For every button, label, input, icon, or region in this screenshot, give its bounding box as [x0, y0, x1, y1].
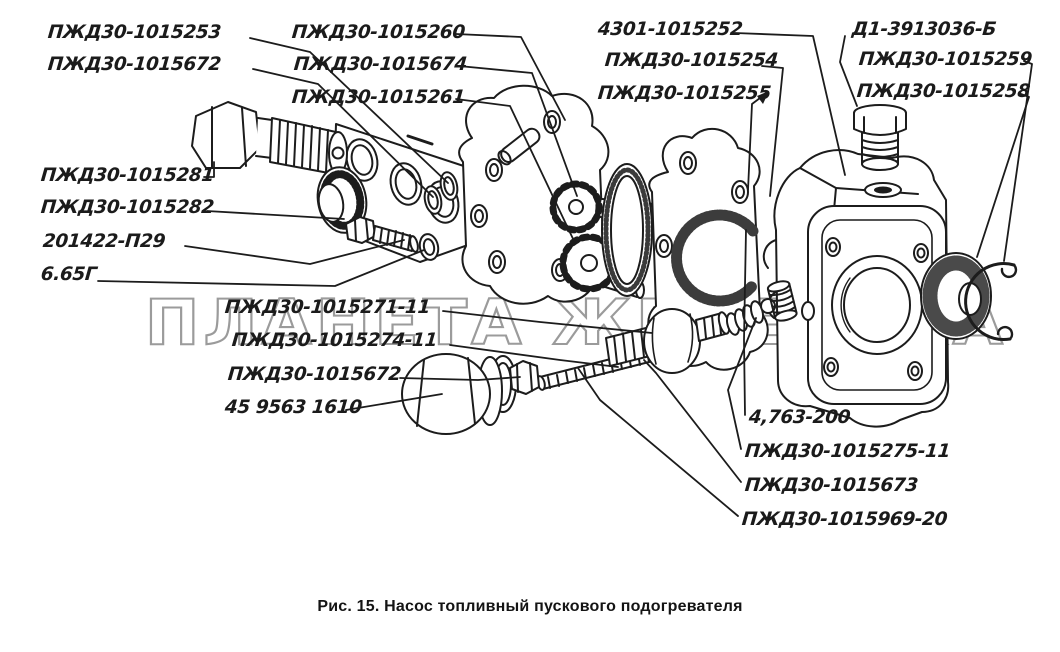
leader-line — [643, 359, 742, 483]
leader-line — [442, 310, 653, 334]
leader-line — [206, 210, 345, 220]
part-label: ПЖД30-1015261 — [291, 87, 466, 108]
leader-line — [203, 161, 215, 178]
part-label: ПЖД30-1015253 — [47, 22, 222, 43]
leader-arrowhead — [757, 91, 769, 104]
part-label: 201422-П29 — [42, 231, 166, 252]
part-gasket-ring — [601, 163, 653, 297]
leader-line — [184, 239, 405, 265]
leader-line — [743, 229, 747, 416]
part-label: ПЖД30-1015672 — [227, 364, 402, 385]
part-label: ПЖД30-1015281 — [40, 165, 215, 186]
part-label: 4301-1015252 — [597, 19, 744, 40]
part-label: 45 9563 1610 — [224, 397, 363, 418]
leader-line — [976, 93, 1030, 258]
part-label: 6.65Г — [40, 264, 98, 285]
leader-line — [449, 344, 619, 368]
part-label: ПЖД30-1015258 — [856, 81, 1031, 102]
leader-line — [761, 65, 784, 197]
part-label: 4,763-200 — [748, 407, 852, 428]
leader-line — [455, 98, 576, 244]
leader-line — [577, 367, 739, 517]
part-label: ПЖД30-1015255 — [597, 83, 772, 104]
leader-line — [727, 317, 757, 450]
figure-caption: Рис. 15. Насос топливный пускового подог… — [317, 598, 743, 615]
leader-line — [345, 393, 443, 411]
part-label: ПЖД30-1015271-11 — [224, 297, 432, 318]
part-small-ring — [418, 233, 440, 261]
part-label: ПЖД30-1015672 — [47, 54, 222, 75]
part-valve-assembly — [401, 280, 798, 435]
part-label: ПЖД30-1015282 — [40, 197, 215, 218]
part-label: ПЖД30-1015673 — [744, 475, 919, 496]
part-label: Д1-3913036-Б — [851, 19, 997, 40]
part-threaded-plug — [853, 104, 907, 171]
part-label: ПЖД30-1015275-11 — [744, 441, 952, 462]
leader-line — [734, 32, 846, 176]
part-label: ПЖД30-1015674 — [293, 54, 468, 75]
leader-lines — [97, 32, 1033, 517]
part-label: ПЖД30-1015254 — [604, 50, 779, 71]
part-label: ПЖД30-1015260 — [291, 22, 466, 43]
leader-line — [97, 249, 425, 287]
part-stud-bolt — [345, 216, 419, 253]
part-pump-body — [762, 149, 950, 428]
part-snap-ring — [964, 262, 1018, 342]
part-label: ПЖД30-1015274-11 — [231, 330, 439, 351]
leader-line — [455, 33, 566, 121]
leader-line — [249, 37, 449, 184]
part-seal-ring — [920, 252, 992, 340]
leader-line — [1003, 60, 1033, 262]
leader-line — [252, 68, 434, 198]
part-label: ПЖД30-1015969-20 — [741, 509, 949, 530]
leader-line — [458, 65, 578, 197]
part-label: ПЖД30-1015259 — [858, 49, 1033, 70]
leader-line — [839, 35, 858, 107]
leader-line — [399, 376, 521, 381]
part-union-bolt — [191, 101, 348, 175]
